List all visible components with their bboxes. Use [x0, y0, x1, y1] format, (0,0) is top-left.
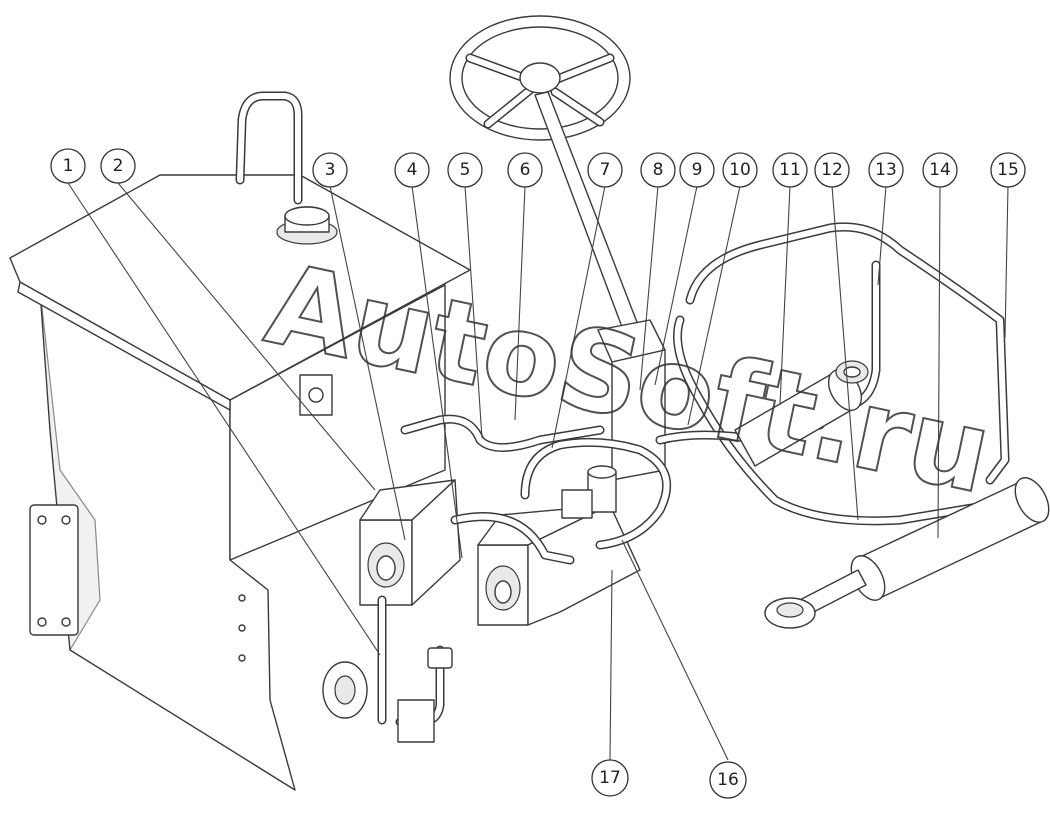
callout-4-label: 4 [407, 160, 418, 180]
callout-7-label: 7 [600, 160, 611, 180]
callout-8-label: 8 [653, 160, 664, 180]
control-valve [561, 465, 617, 519]
callout-13-label: 13 [875, 160, 897, 180]
callout-15: 15 [990, 152, 1026, 188]
callout-9: 9 [679, 152, 715, 188]
callout-2-label: 2 [113, 156, 124, 176]
callout-12: 12 [814, 152, 850, 188]
callout-1: 1 [50, 148, 86, 184]
callout-3: 3 [312, 152, 348, 188]
callout-5: 5 [447, 152, 483, 188]
steering-wheel [449, 15, 666, 481]
callout-16: 16 [709, 761, 747, 799]
callouts: 1 2 3 4 5 6 7 8 9 10 11 12 13 14 15 16 1… [50, 148, 1026, 799]
hydraulic-hoses [377, 222, 1010, 743]
callout-14: 14 [922, 152, 958, 188]
callout-17-label: 17 [599, 768, 621, 788]
callout-15-label: 15 [997, 160, 1019, 180]
hydraulic-cylinder-lower [764, 477, 1050, 629]
callout-4: 4 [394, 152, 430, 188]
hydraulic-tank [9, 91, 471, 791]
callout-6-label: 6 [520, 160, 531, 180]
callout-2: 2 [100, 148, 136, 184]
leader-lines [67, 182, 1009, 761]
callout-8: 8 [640, 152, 676, 188]
callout-3-label: 3 [325, 160, 336, 180]
callout-6: 6 [507, 152, 543, 188]
callout-17: 17 [591, 759, 629, 797]
callout-9-label: 9 [692, 160, 703, 180]
callout-14-label: 14 [929, 160, 951, 180]
callout-11: 11 [772, 152, 808, 188]
callout-12-label: 12 [821, 160, 843, 180]
callout-5-label: 5 [460, 160, 471, 180]
callout-1-label: 1 [63, 156, 74, 176]
callout-10: 10 [722, 152, 758, 188]
callout-10-label: 10 [729, 160, 751, 180]
callout-16-label: 16 [717, 770, 739, 790]
callout-7: 7 [587, 152, 623, 188]
pump-unit-1 [359, 479, 461, 606]
callout-11-label: 11 [779, 160, 801, 180]
hydraulic-cylinder-upper [734, 360, 869, 467]
callout-13: 13 [868, 152, 904, 188]
